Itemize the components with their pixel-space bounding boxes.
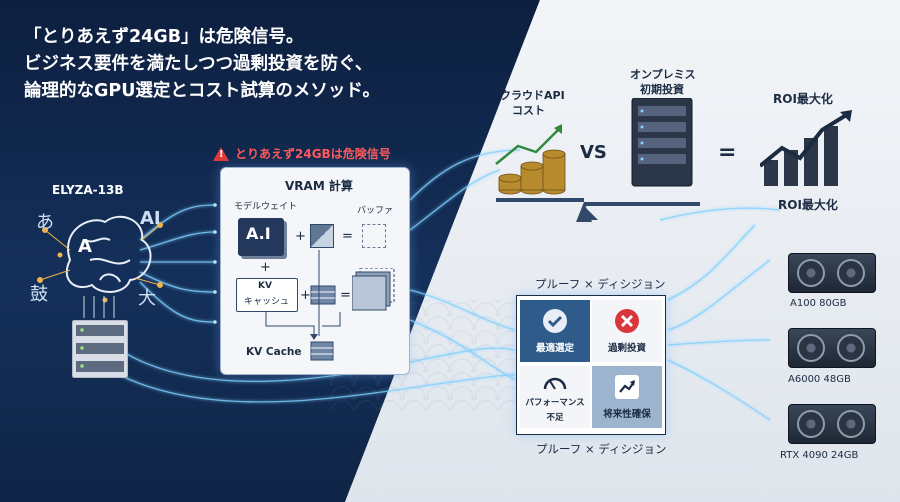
check-icon (543, 309, 567, 333)
quadrant-underperform: パフォーマンス 不足 (520, 366, 590, 428)
vs-label: VS (580, 142, 607, 163)
brain-icon (37, 215, 163, 303)
warning-text: とりあえず24GBは危険信号 (235, 147, 391, 161)
quadrant-future-proof: 将来性確保 (592, 366, 662, 428)
kv-label: KV (258, 281, 272, 291)
char-a: あ (36, 212, 54, 233)
equals-cost: = (718, 140, 737, 165)
fan-icon (837, 334, 865, 362)
proof-title-top: プルーフ × ディシジョン (535, 277, 666, 291)
cross-icon (615, 309, 639, 333)
vram-card-title: VRAM 計算 (285, 179, 353, 193)
roi-chart-icon (760, 110, 852, 186)
char-tsuzumi: 鼓 (30, 284, 48, 305)
model-weight-label: モデルウェイト (234, 202, 298, 212)
char-dai: 大 (138, 288, 156, 309)
fan-icon (837, 410, 865, 438)
vram-flow-arrows (265, 250, 341, 340)
cloud-api-label-1: クラウドAPI (500, 89, 565, 102)
connector-lines (83, 296, 115, 318)
page-title: 「とりあえず24GB」は危険信号。 ビジネス要件を満たしつつ過剰投資を防ぐ、 論… (24, 24, 380, 105)
kv-cache-caption: KV Cache (246, 346, 302, 358)
proof-title-bottom: プルーフ × ディシジョン (536, 442, 667, 456)
vram-card (220, 167, 410, 375)
kv-stack-icon (310, 285, 336, 305)
gauge-icon (543, 377, 567, 390)
onprem-label-1: オンプレミス (630, 68, 696, 81)
fan-icon (797, 259, 825, 287)
quadrant-underperform-label-1: パフォーマンス (525, 398, 585, 408)
warning-icon: ! (213, 146, 229, 161)
quadrant-future-proof-label: 将来性確保 (603, 409, 651, 420)
char-ai: AI (140, 208, 161, 229)
buffer-label: バッファ (357, 206, 394, 216)
scale-icon (495, 124, 592, 222)
plus-sign-2: + (260, 260, 271, 275)
roi-label-top: ROI最大化 (773, 92, 833, 106)
title-line-2: ビジネス要件を満たしつつ過剰投資を防ぐ、 (24, 54, 373, 74)
model-weight-tile (238, 218, 284, 256)
kv-cache-icon (310, 341, 334, 361)
fan-icon (837, 259, 865, 287)
onprem-server-icon (584, 98, 700, 220)
brain-letter: A (78, 236, 92, 257)
onprem-label-2: 初期投資 (640, 83, 684, 96)
cloud-api-label-2: コスト (512, 104, 545, 117)
model-weight-tile-text: A.I (246, 224, 271, 243)
plus-sign-1: + (295, 229, 306, 244)
title-line-1: 「とりあえず24GB」は危険信号。 (24, 27, 304, 47)
model-name: ELYZA-13B (52, 183, 124, 197)
quadrant-underperform-label-2: 不足 (546, 413, 564, 423)
title-line-3: 論理的なGPU選定とコスト試算のメソッド。 (24, 81, 381, 101)
equals-sign-1: = (342, 229, 353, 244)
quadrant-overinvest: 過剰投資 (592, 300, 662, 362)
gpu-card-a100 (788, 253, 876, 293)
kv-cache-label: キャッシュ (244, 297, 290, 307)
weight-block (310, 224, 334, 248)
plus-sign-3: + (300, 288, 311, 303)
server-icon (72, 320, 128, 378)
warning-banner: ! とりあえず24GBは危険信号 (213, 145, 391, 162)
roi-label-bottom: ROI最大化 (778, 198, 838, 212)
gpu-label-a6000: A6000 48GB (788, 374, 851, 385)
total-vram-icon (352, 268, 395, 311)
buffer-block (362, 224, 386, 248)
quadrant-overinvest-label: 過剰投資 (607, 343, 646, 354)
gpu-label-a100: A100 80GB (790, 298, 847, 309)
fan-icon (797, 410, 825, 438)
gpu-card-a6000 (788, 328, 876, 368)
gpu-label-rtx4090: RTX 4090 24GB (780, 450, 859, 461)
gpu-card-rtx4090 (788, 404, 876, 444)
growth-arrow-icon (615, 375, 639, 399)
quadrant-optimal: 最適選定 (520, 300, 590, 362)
fan-icon (797, 334, 825, 362)
quadrant-optimal-label: 最適選定 (535, 343, 574, 354)
kv-cache-tile (236, 278, 298, 312)
equals-sign-2: = (340, 288, 351, 303)
